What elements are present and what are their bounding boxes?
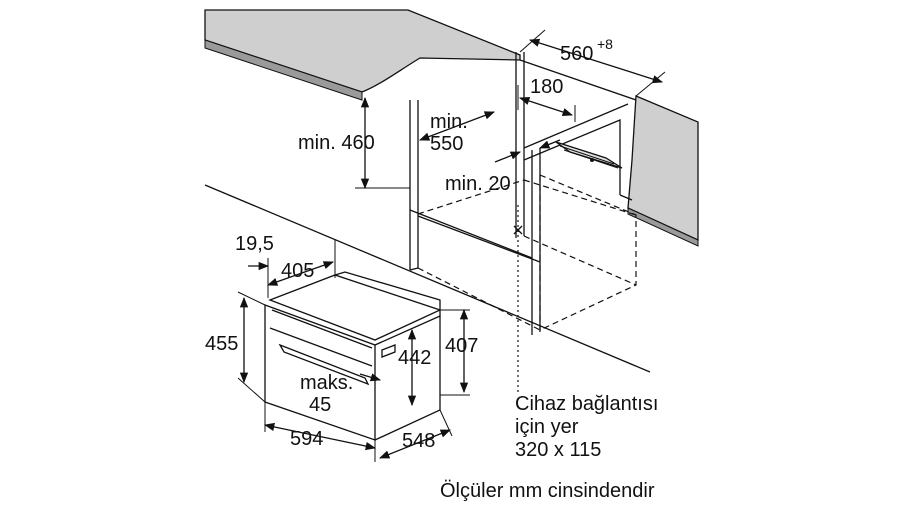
connection-note-line2: için yer	[515, 416, 579, 438]
label-height-455: 455	[205, 333, 238, 355]
label-min-gap: min. 20	[445, 173, 511, 195]
connection-note-line3: 320 x 115	[515, 439, 601, 461]
footer-note: Ölçüler mm cinsindendir	[440, 480, 655, 502]
label-min-depth-2: 550	[430, 133, 463, 155]
connection-note-line1: Cihaz bağlantısı	[515, 393, 658, 415]
socket-zone	[555, 141, 623, 169]
label-front-405: 405	[281, 260, 314, 282]
label-width-niche: 560	[560, 43, 593, 65]
label-height-442: 442	[398, 347, 431, 369]
label-width-niche-sup: +8	[597, 36, 613, 52]
label-width-594: 594	[290, 428, 323, 450]
label-min-height: min. 460	[298, 132, 375, 154]
connection-marker	[513, 225, 523, 235]
dimensions	[237, 29, 666, 462]
label-height-407: 407	[445, 335, 478, 357]
label-max-1: maks.	[300, 372, 353, 394]
label-max-2: 45	[309, 394, 331, 416]
worktop	[204, 9, 699, 247]
label-socket-offset: 180	[530, 76, 563, 98]
cabinet	[204, 52, 651, 373]
niche-outline	[417, 174, 637, 331]
label-offset-19-5: 19,5	[235, 233, 274, 255]
label-depth-548: 548	[402, 430, 435, 452]
label-min-depth-1: min.	[430, 111, 468, 133]
